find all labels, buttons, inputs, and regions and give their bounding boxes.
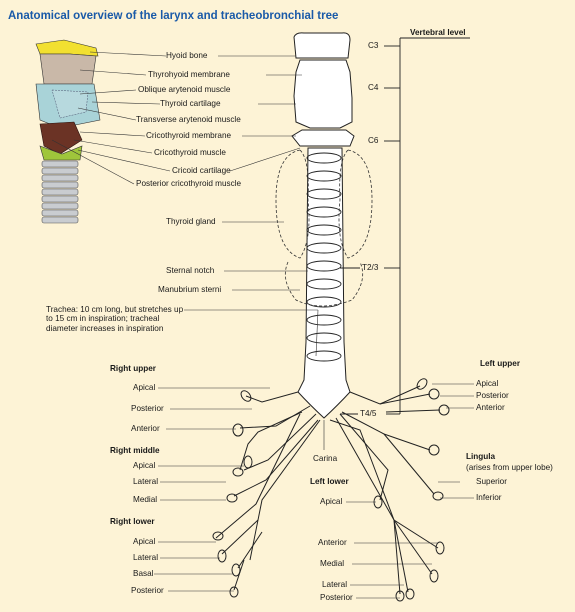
right-upper-apical: Apical: [133, 383, 155, 392]
lingula-heading: Lingula: [466, 452, 495, 461]
left-upper-posterior: Posterior: [476, 391, 509, 400]
vertebral-level-c3: C3: [368, 41, 378, 50]
label-sternal-notch: Sternal notch: [166, 266, 214, 275]
left-lower-anterior: Anterior: [318, 538, 347, 547]
left-upper-heading: Left upper: [480, 359, 520, 368]
vertebral-level-heading: Vertebral level: [410, 28, 466, 37]
right-middle-lateral: Lateral: [133, 477, 158, 486]
vertebral-bracket: [340, 38, 470, 414]
label-carina: Carina: [313, 454, 337, 463]
label-cricoid-cartilage: Cricoid cartilage: [172, 166, 231, 175]
lingula-superior: Superior: [476, 477, 507, 486]
label-cricothyroid-muscle: Cricothyroid muscle: [154, 148, 226, 157]
label-hyoid-bone: Hyoid bone: [166, 51, 207, 60]
right-upper-heading: Right upper: [110, 364, 156, 373]
label-cricothyroid-membrane: Cricothyroid membrane: [146, 131, 231, 140]
left-lower-apical: Apical: [320, 497, 342, 506]
thyrohyoid-membrane-shape: [40, 54, 96, 84]
right-upper-posterior: Posterior: [131, 404, 164, 413]
right-middle-heading: Right middle: [110, 446, 160, 455]
label-transverse-arytenoid-muscle: Transverse arytenoid muscle: [136, 115, 241, 124]
label-trachea: Trachea: 10 cm long, but stretches up to…: [46, 305, 184, 333]
hyoid-bone-shape: [36, 40, 98, 56]
left-upper-apical: Apical: [476, 379, 498, 388]
vertebral-level-c4: C4: [368, 83, 378, 92]
lingula-note: (arises from upper lobe): [466, 463, 553, 472]
cricoid-outline: [292, 130, 354, 146]
thyroid-outline: [294, 60, 352, 128]
larynx-illustration: [36, 40, 100, 223]
label-posterior-cricothyroid-muscle: Posterior cricothyroid muscle: [136, 179, 241, 188]
trachea-outline: [298, 148, 350, 418]
right-lower-basal: Basal: [133, 569, 153, 578]
trachea-rings-shape: [42, 161, 78, 223]
label-thyroid-cartilage: Thyroid cartilage: [160, 99, 221, 108]
right-lower-lateral: Lateral: [133, 553, 158, 562]
vertebral-level-t2-3: T2/3: [362, 263, 378, 272]
left-lower-medial: Medial: [320, 559, 344, 568]
label-thyroid-gland: Thyroid gland: [166, 217, 216, 226]
right-lower-apical: Apical: [133, 537, 155, 546]
left-lower-posterior: Posterior: [320, 593, 353, 602]
label-manubrium-sterni: Manubrium sterni: [158, 285, 221, 294]
right-lower-heading: Right lower: [110, 517, 155, 526]
label-thyrohyoid-membrane: Thyrohyoid membrane: [148, 70, 230, 79]
hyoid-outline: [294, 33, 350, 58]
right-lower-posterior: Posterior: [131, 586, 164, 595]
right-middle-apical: Apical: [133, 461, 155, 470]
right-upper-anterior: Anterior: [131, 424, 160, 433]
left-lower-heading: Left lower: [310, 477, 349, 486]
vertebral-level-t4-5: T4/5: [360, 409, 376, 418]
label-oblique-arytenoid-muscle: Oblique arytenoid muscle: [138, 85, 230, 94]
vertebral-level-c6: C6: [368, 136, 378, 145]
right-middle-medial: Medial: [133, 495, 157, 504]
left-lower-lateral: Lateral: [322, 580, 347, 589]
left-upper-anterior: Anterior: [476, 403, 505, 412]
lingula-inferior: Inferior: [476, 493, 501, 502]
